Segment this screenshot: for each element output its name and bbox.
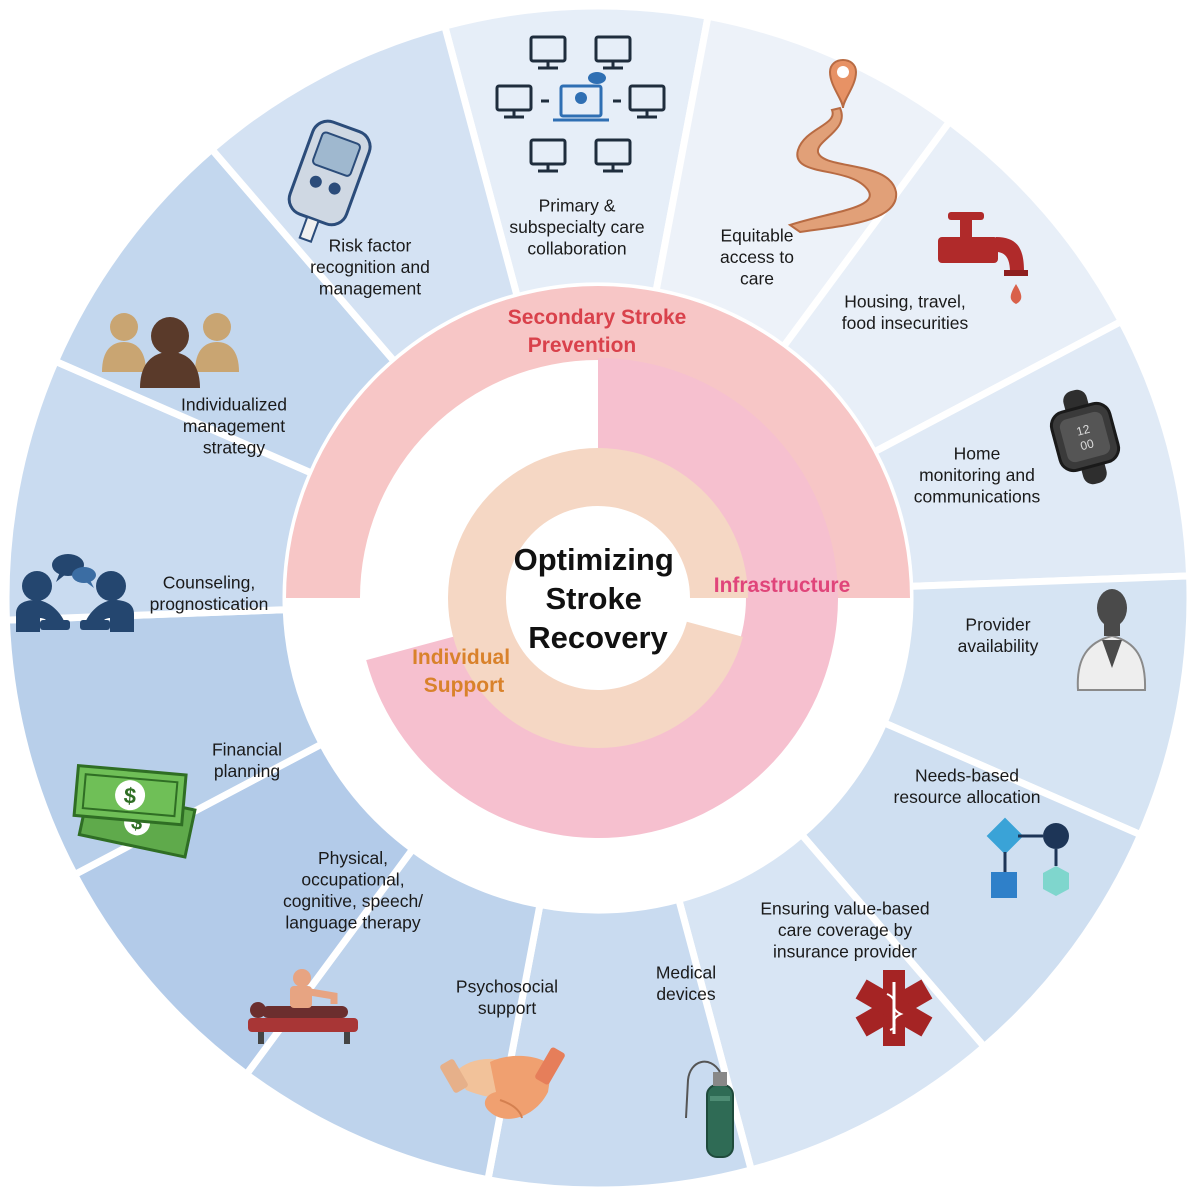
segment-label-line: Risk factor (329, 236, 412, 256)
segment-label-line: Home (954, 444, 1001, 464)
individual-support-ring (448, 447, 748, 748)
computer-network-icon (495, 35, 666, 173)
segment-label-line: resource allocation (894, 787, 1041, 807)
water-faucet-icon (938, 212, 1028, 304)
segment-label-line: care coverage by (778, 920, 912, 940)
segment-label-line: Individualized (181, 395, 287, 415)
segment-label-line: access to (720, 247, 794, 267)
center-title: Optimizing Stroke Recovery (514, 542, 683, 655)
svg-text:$: $ (123, 783, 137, 809)
flowchart-icon (986, 817, 1069, 898)
segment-label-line: Provider (965, 614, 1030, 634)
map-route-icon (787, 59, 898, 234)
segment-label-line: Medical (656, 962, 716, 982)
individual-support-label: Individual Support (412, 646, 516, 697)
secondary-prevention-ring (286, 286, 910, 598)
segment-label-line: collaboration (527, 239, 626, 259)
segment-label-therapy: Physical,occupational,cognitive, speech/… (283, 848, 423, 933)
segment-label-line: support (478, 998, 537, 1018)
svg-text:00: 00 (1079, 436, 1096, 453)
handshake-icon (440, 1047, 565, 1119)
doctor-icon (1076, 589, 1147, 691)
segment-label-line: Physical, (318, 848, 388, 868)
segment-label-line: Counseling, (163, 572, 255, 592)
segment-label-line: planning (214, 761, 280, 781)
secondary-prevention-label: Secondary Stroke Prevention (508, 306, 692, 357)
segment-label-line: communications (914, 487, 1041, 507)
segment-label-line: subspecialty care (509, 217, 644, 237)
segment-label-line: cognitive, speech/ (283, 891, 423, 911)
segment-label-line: Housing, travel, (844, 291, 966, 311)
segment-label-line: Equitable (721, 226, 794, 246)
group-people-icon (102, 313, 239, 388)
segment-label-line: management (319, 279, 421, 299)
segment-label-line: insurance provider (773, 942, 917, 962)
segment-label-line: food insecurities (842, 313, 969, 333)
segment-label-line: Primary & (539, 196, 616, 216)
segment-label-line: management (183, 416, 285, 436)
segment-label-line: Psychosocial (456, 976, 558, 996)
segment-label-line: recognition and (310, 257, 430, 277)
segment-label-housing: Housing, travel,food insecurities (842, 291, 969, 333)
infrastructure-label: Infrastructure (714, 574, 851, 597)
segment-label-line: availability (958, 636, 1039, 656)
segment-label-line: Needs-based (915, 765, 1019, 785)
infrastructure-ring (366, 358, 838, 838)
segment-label-line: occupational, (301, 869, 404, 889)
segment-label-line: Ensuring value-based (760, 899, 929, 919)
segment-label-line: strategy (203, 438, 265, 458)
conversation-icon (16, 554, 134, 632)
smartwatch-icon: 12 00 (1049, 389, 1121, 485)
segment-label-line: prognostication (150, 594, 269, 614)
physical-therapy-icon (248, 969, 358, 1044)
oxygen-tank-icon (685, 1060, 734, 1158)
segment-label-line: monitoring and (919, 465, 1035, 485)
medical-star-icon (855, 970, 933, 1046)
money-icon: $ $ (72, 763, 197, 859)
segment-label-line: devices (656, 984, 716, 1004)
segment-label-line: care (740, 269, 774, 289)
segment-label-line: language therapy (285, 912, 420, 932)
glucose-meter-icon (287, 119, 372, 243)
segment-label-counseling: Counseling,prognostication (150, 572, 269, 614)
segment-label-line: Financial (212, 739, 282, 759)
svg-text:12: 12 (1075, 422, 1092, 439)
